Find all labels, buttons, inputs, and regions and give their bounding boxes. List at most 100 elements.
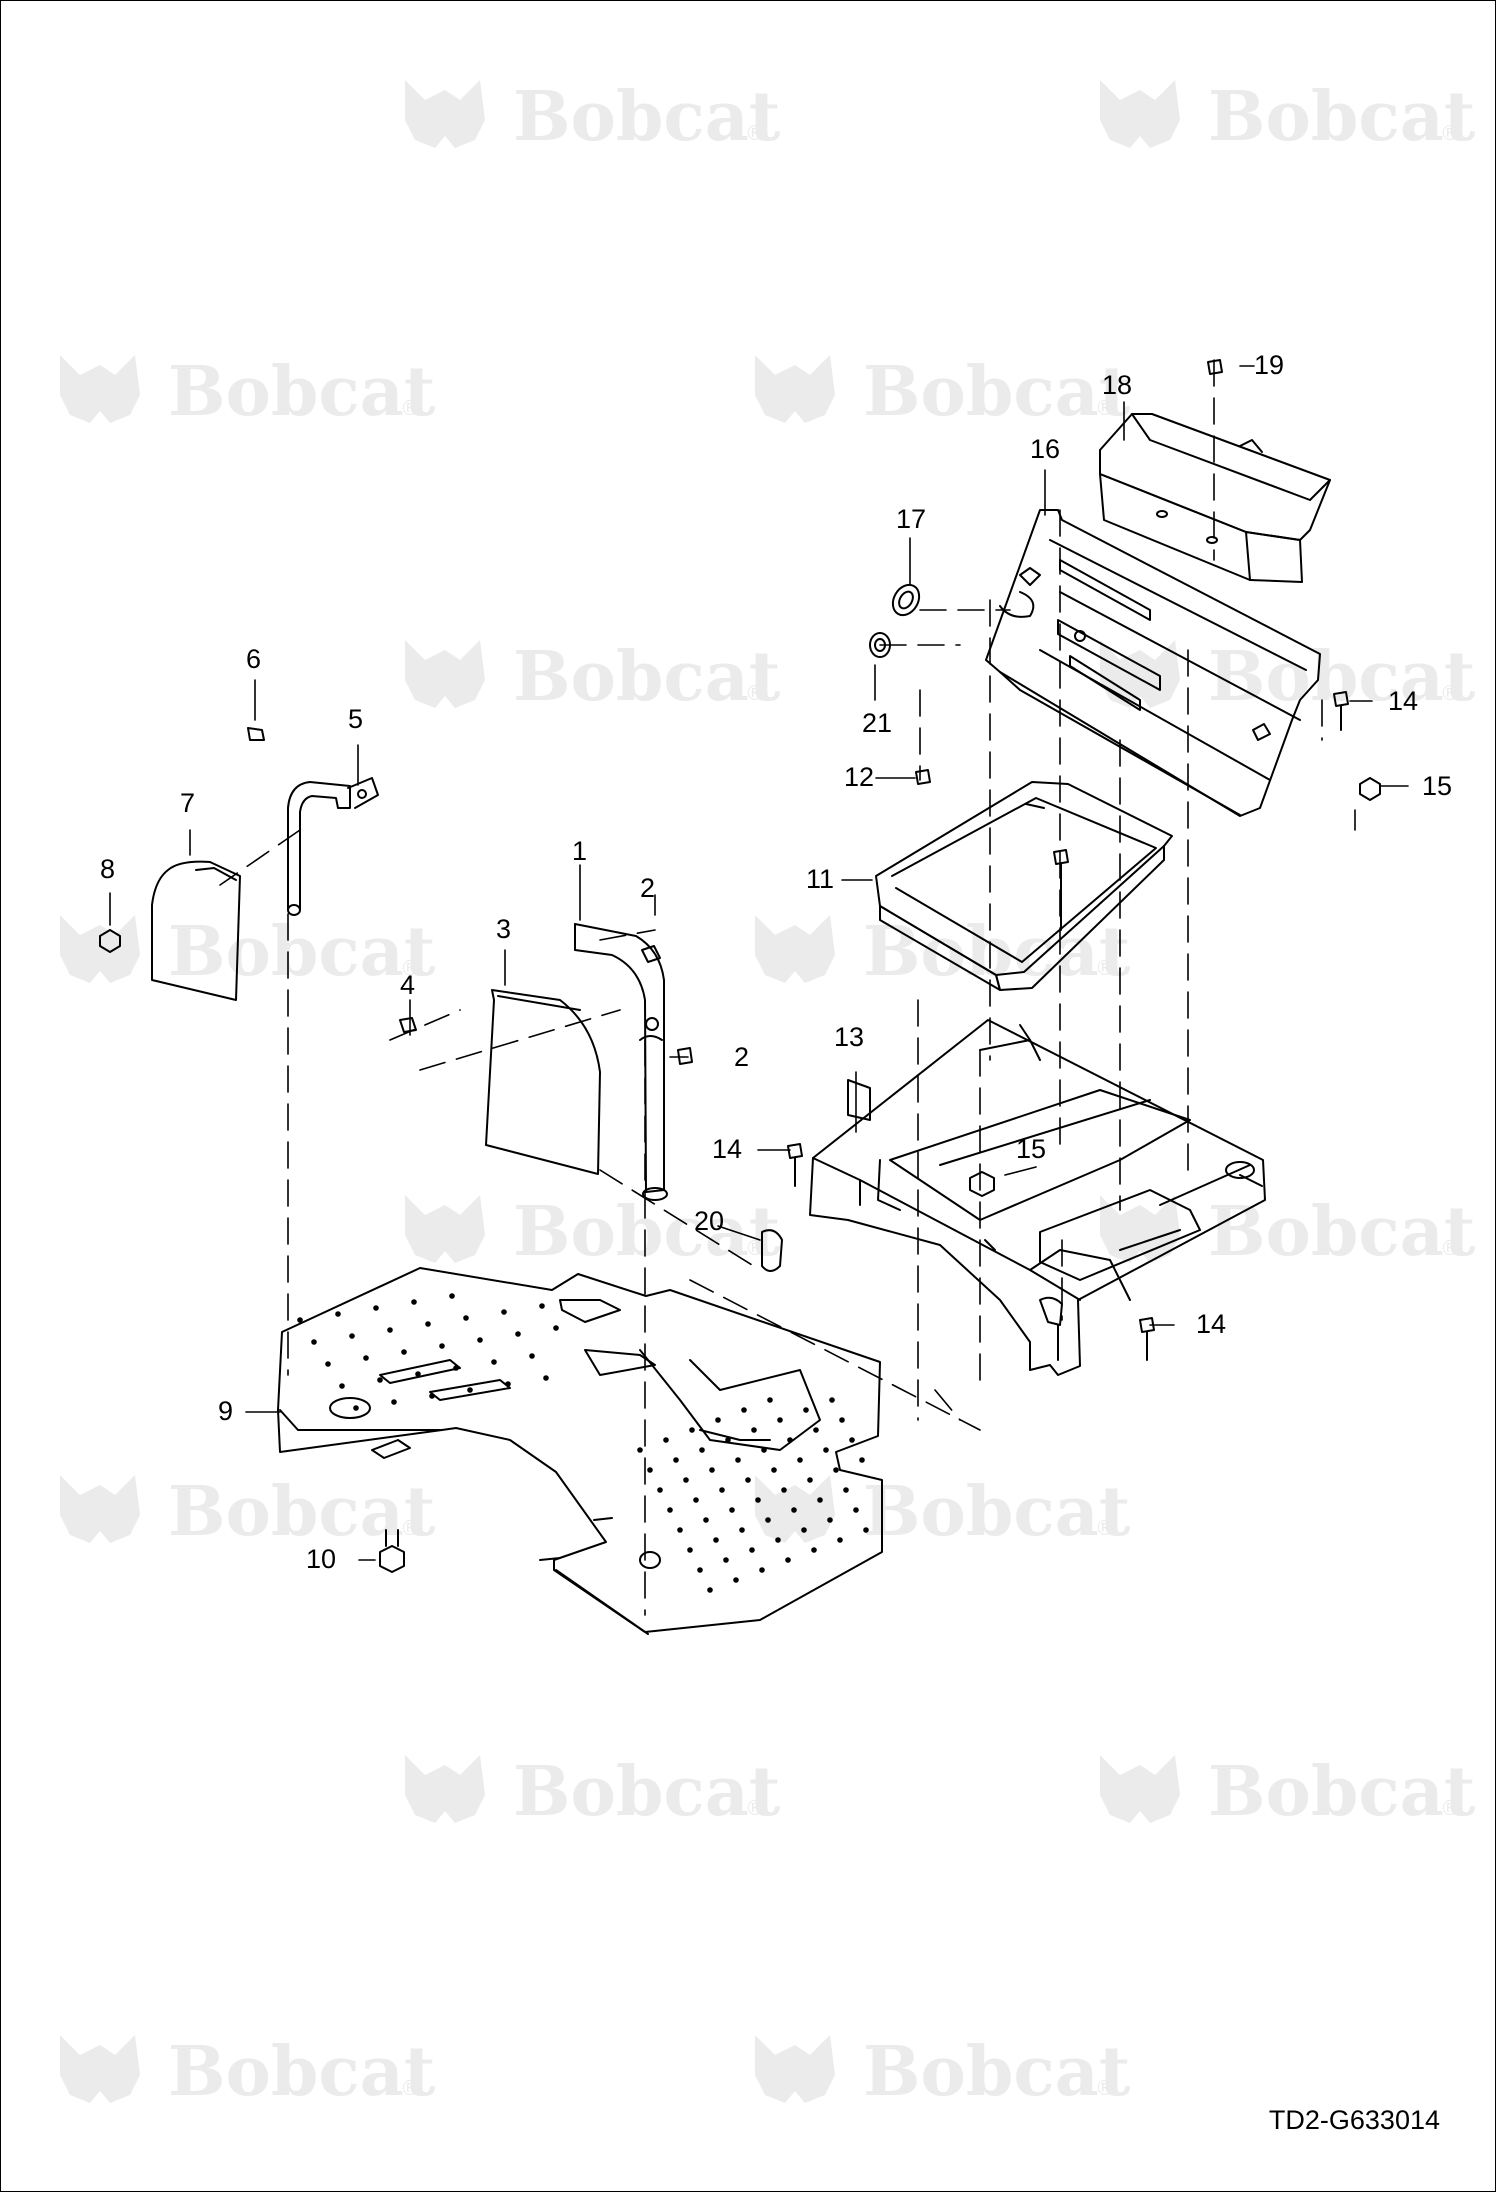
floor-hole <box>803 1407 809 1413</box>
floor-hole <box>667 1507 673 1513</box>
callout-21: 21 <box>862 708 893 738</box>
floor-hole <box>785 1557 791 1563</box>
floor-hole <box>463 1315 469 1321</box>
bolt-12 <box>915 769 931 785</box>
watermark-registered-mark: ® <box>400 1516 420 1540</box>
bobcat-watermark: Bobcat® <box>1100 1752 1476 1832</box>
floor-hole <box>373 1305 379 1311</box>
bobcat-watermark: Bobcat® <box>1100 1192 1476 1272</box>
floor-hole <box>749 1547 755 1553</box>
floor-hole <box>501 1309 507 1315</box>
watermark-brand: Bobcat <box>863 2032 1131 2112</box>
floor-hole <box>807 1477 813 1483</box>
floor-hole <box>787 1437 793 1443</box>
bobcat-watermark: Bobcat® <box>60 1472 436 1552</box>
floor-hole <box>363 1355 369 1361</box>
bolt-11-center <box>1053 849 1069 931</box>
callout-14: 14 <box>712 1134 743 1164</box>
floor-hole <box>829 1397 835 1403</box>
bobcat-watermark: Bobcat® <box>405 77 781 157</box>
watermark-registered-mark: ® <box>400 956 420 980</box>
watermark-registered-mark: ® <box>1440 1796 1460 1820</box>
watermark-registered-mark: ® <box>1095 2076 1115 2100</box>
callout-20: 20 <box>694 1206 725 1236</box>
bobcat-logo-icon <box>755 2035 835 2103</box>
floor-hole <box>733 1577 739 1583</box>
watermark-brand: Bobcat <box>1208 77 1476 157</box>
bobcat-logo-icon <box>405 640 485 708</box>
drawing-code: TD2-G633014 <box>1268 2105 1440 2135</box>
floor-hole <box>765 1517 771 1523</box>
bobcat-watermark: Bobcat® <box>755 352 1131 432</box>
callout-5: 5 <box>348 704 364 734</box>
floor-hole <box>827 1517 833 1523</box>
floor-hole <box>553 1325 559 1331</box>
floor-hole <box>697 1567 703 1573</box>
floor-hole <box>745 1477 751 1483</box>
floor-hole <box>723 1557 729 1563</box>
nut-15-center <box>969 1171 995 1197</box>
floor-hole <box>699 1447 705 1453</box>
watermark-brand: Bobcat <box>168 1472 436 1552</box>
nut-15-right <box>1359 777 1381 801</box>
floor-hole <box>449 1293 455 1299</box>
floor-hole <box>713 1537 719 1543</box>
bobcat-watermark: Bobcat® <box>405 637 781 717</box>
floor-hole <box>837 1537 843 1543</box>
floor-hole <box>693 1497 699 1503</box>
callout-14: 14 <box>1388 686 1419 716</box>
floor-hole <box>775 1537 781 1543</box>
watermark-brand: Bobcat <box>168 2032 436 2112</box>
watermark-brand: Bobcat <box>1208 1192 1476 1272</box>
floor-hole <box>311 1339 317 1345</box>
floor-hole <box>719 1487 725 1493</box>
callout-14: 14 <box>1196 1309 1227 1339</box>
callout-3: 3 <box>496 914 512 944</box>
watermark-registered-mark: ® <box>1095 1516 1115 1540</box>
floor-hole <box>823 1447 829 1453</box>
floor-hole <box>401 1349 407 1355</box>
bolt-14-left <box>787 1143 803 1187</box>
left-shield <box>151 860 241 1001</box>
floor-hole <box>339 1383 345 1389</box>
watermark-registered-mark: ® <box>1095 956 1115 980</box>
floor-hole <box>439 1343 445 1349</box>
floor-plate <box>277 1267 883 1635</box>
floor-hole <box>429 1393 435 1399</box>
floor-hole <box>657 1487 663 1493</box>
callout-16: 16 <box>1030 434 1061 464</box>
watermark-registered-mark: ® <box>745 1796 765 1820</box>
watermark-registered-mark: ® <box>1440 1236 1460 1260</box>
callout-10: 10 <box>306 1544 337 1574</box>
floor-hole <box>689 1427 695 1433</box>
watermark-brand: Bobcat <box>1208 637 1476 717</box>
watermark-registered-mark: ® <box>400 2076 420 2100</box>
floor-hole <box>849 1437 855 1443</box>
grommet-21 <box>869 632 891 658</box>
bobcat-logo-icon <box>60 915 140 983</box>
watermark-registered-mark: ® <box>400 396 420 420</box>
watermark-brand: Bobcat <box>513 77 781 157</box>
floor-hole <box>425 1321 431 1327</box>
floor-hole <box>411 1299 417 1305</box>
callout-4: 4 <box>400 970 416 1000</box>
callout-7: 7 <box>180 788 196 818</box>
floor-hole <box>817 1497 823 1503</box>
bolt-4 <box>399 1017 417 1033</box>
bobcat-watermark: Bobcat® <box>755 1472 1131 1552</box>
clip-20 <box>761 1229 783 1272</box>
floor-hole <box>751 1427 757 1433</box>
callout-2: 2 <box>640 873 656 903</box>
bolt-14-lower-right <box>1139 1317 1155 1361</box>
assembly-lines <box>219 359 1356 1616</box>
watermark-brand: Bobcat <box>168 352 436 432</box>
bolt-2-upper <box>641 945 661 963</box>
bobcat-logo-icon <box>1100 80 1180 148</box>
watermark-brand: Bobcat <box>513 1752 781 1832</box>
callout-19: 19 <box>1254 350 1285 380</box>
callout-18: 18 <box>1102 370 1133 400</box>
floor-hole <box>415 1371 421 1377</box>
center-support-tube <box>574 923 668 1201</box>
